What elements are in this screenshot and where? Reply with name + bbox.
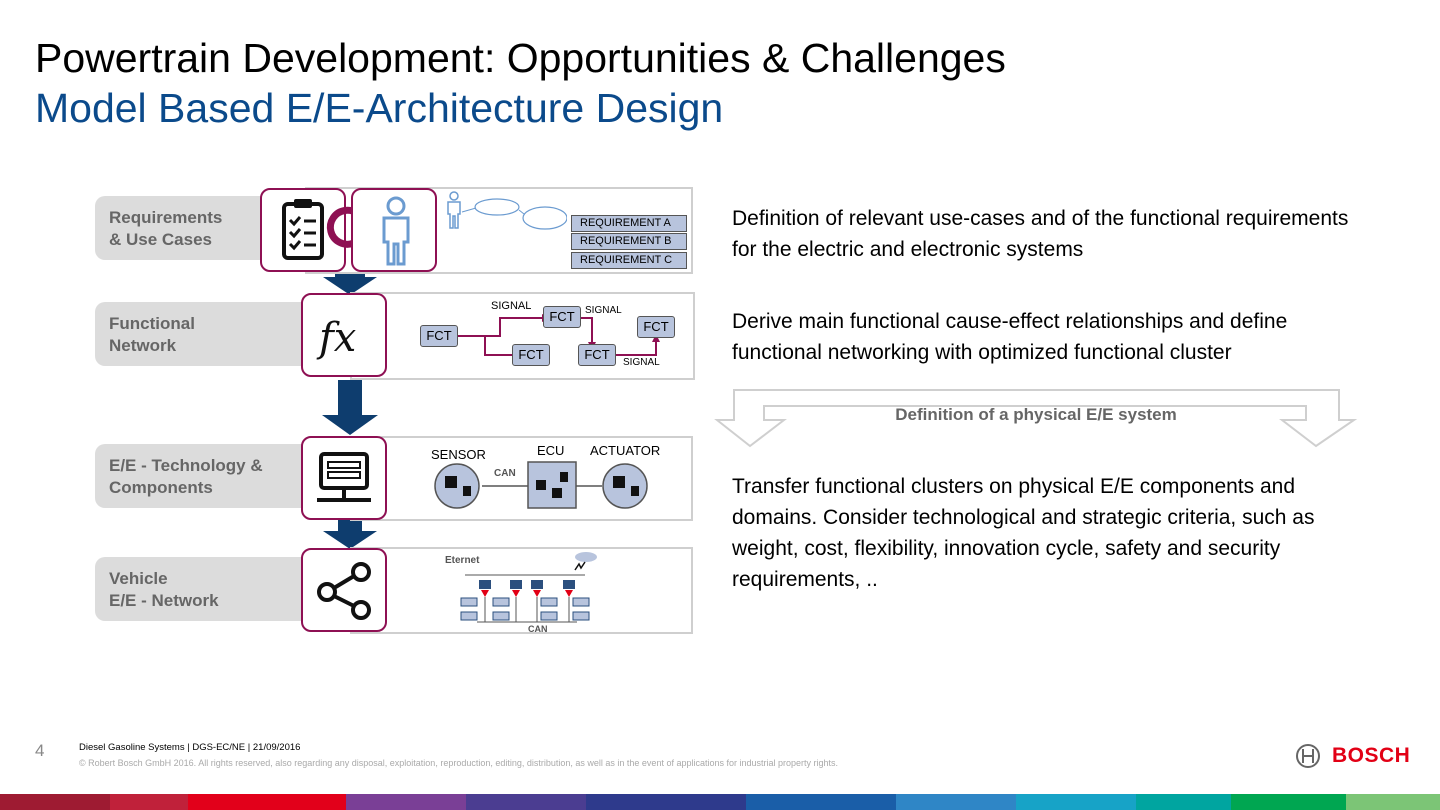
monitor-icon	[301, 436, 387, 520]
definition-band-label: Definition of a physical E/E system	[895, 405, 1177, 424]
ethernet-label: Eternet	[445, 555, 480, 566]
vehicle-network-panel	[350, 547, 693, 634]
definition-band	[714, 389, 1358, 448]
stage-label-vehicle: Vehicle E/E - Network	[95, 557, 310, 621]
footer-copyright: © Robert Bosch GmbH 2016. All rights res…	[79, 758, 839, 768]
component-chain	[434, 461, 648, 509]
use-case-diagram	[447, 191, 567, 230]
transfer-description: Transfer functional clusters on physical…	[732, 475, 1315, 591]
signal-label: SIGNAL	[623, 357, 660, 368]
slide-subtitle: Model Based E/E-Architecture Design	[35, 85, 724, 131]
fct-block: FCT	[512, 344, 550, 366]
actuator-label: ACTUATOR	[590, 443, 661, 458]
brand-color-bar	[0, 794, 1440, 810]
sensor-label: SENSOR	[431, 447, 486, 462]
requirement-item: REQUIREMENT C	[571, 252, 687, 269]
svg-text:fx: fx	[316, 315, 356, 361]
vehicle-network-diagram	[460, 552, 597, 623]
requirement-item: REQUIREMENT B	[571, 233, 687, 250]
slide-title: Powertrain Development: Opportunities & …	[35, 35, 1006, 81]
fx-function-icon: fx	[301, 293, 387, 377]
fct-block: FCT	[420, 325, 458, 347]
share-network-icon	[301, 548, 387, 632]
stage-label-technology: E/E - Technology & Components	[95, 444, 310, 508]
arrow-down-icon	[322, 380, 378, 435]
signal-label: SIGNAL	[585, 305, 622, 316]
arrow-down-icon	[323, 517, 377, 549]
requirements-description: Definition of relevant use-cases and of …	[732, 207, 1349, 261]
functional-description: Derive main functional cause-effect rela…	[732, 310, 1288, 364]
can-label: CAN	[494, 468, 516, 479]
fct-block: FCT	[637, 316, 675, 338]
requirement-item: REQUIREMENT A	[571, 215, 687, 232]
bosch-logo: BOSCH	[1332, 744, 1411, 767]
footer-info: Diesel Gasoline Systems | DGS-EC/NE | 21…	[79, 742, 301, 753]
bosch-armature-icon	[1296, 744, 1320, 768]
user-figure-icon	[351, 188, 437, 272]
signal-label: SIGNAL	[491, 300, 532, 312]
page-number: 4	[35, 741, 45, 760]
ecu-label: ECU	[537, 443, 565, 458]
stage-label-functional: Functional Network	[95, 302, 310, 366]
fct-block: FCT	[578, 344, 616, 366]
fct-block: FCT	[543, 306, 581, 328]
network-can-label: CAN	[528, 624, 548, 634]
